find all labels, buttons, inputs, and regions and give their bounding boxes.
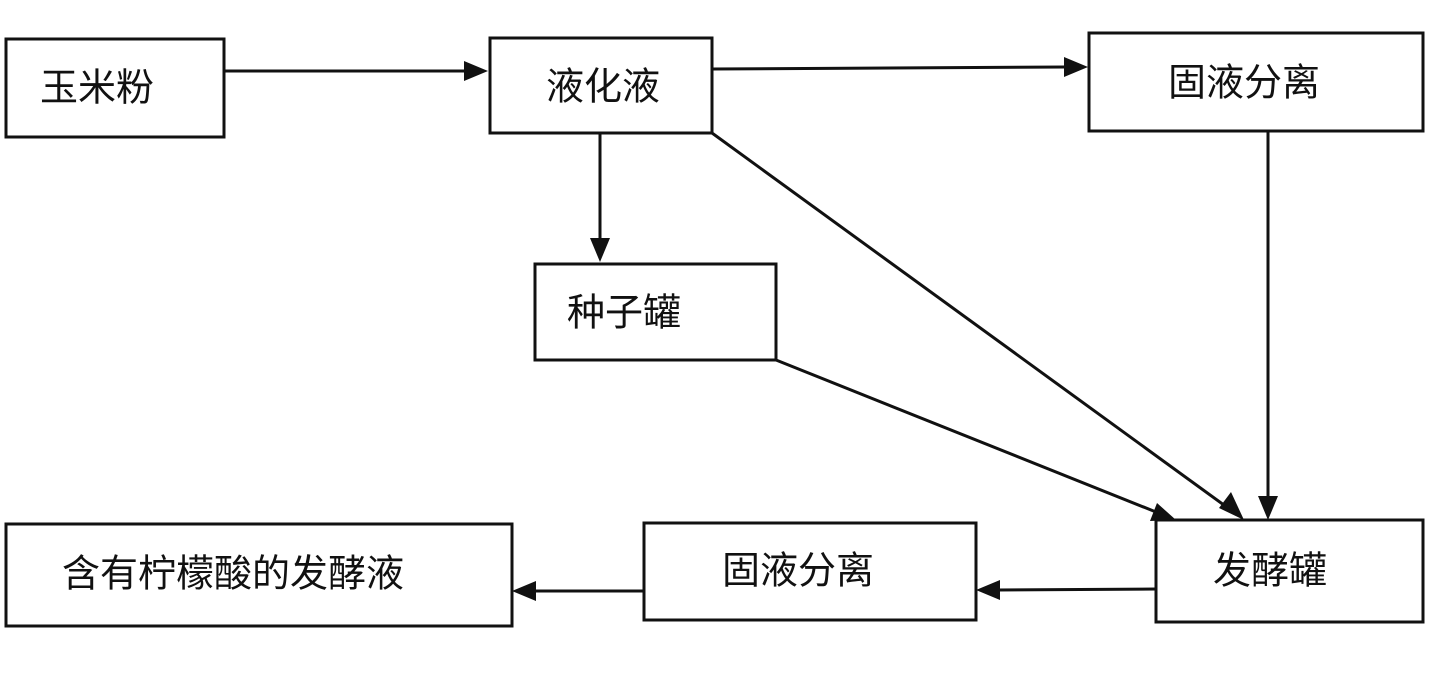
arrowhead-fermentation-tank-a [1219,492,1244,520]
arrowhead-seed-tank [590,238,610,262]
node-label: 固液分离 [1168,61,1320,105]
node-label: 发酵罐 [1213,549,1327,593]
arrowhead-fermentation-tank-c [1150,503,1176,521]
node-box [4,37,226,139]
node-seed-tank: 种子罐 [533,262,778,362]
node-solid-liquid-separation-1: 固液分离 [1087,31,1425,133]
arrowhead-separation-1 [1064,57,1088,77]
node-box [488,36,714,135]
node-solid-liquid-separation-2: 固液分离 [642,521,978,622]
edge-liquefied-liquid-to-separation-1 [711,65,1067,71]
node-label: 玉米粉 [40,66,154,110]
node-box [1154,518,1425,624]
node-label: 液化液 [546,65,660,109]
node-fermentation-tank: 发酵罐 [1154,518,1425,624]
edge-seed-tank-to-fermentation-tank [775,358,1157,514]
node-liquefied-liquid: 液化液 [488,36,714,135]
edges [224,57,1278,601]
arrowhead-fermentation-tank-b [1258,496,1278,520]
node-box [642,521,978,622]
edge-fermentation-tank-to-separation-2 [997,587,1157,592]
arrowhead-citric-acid-broth [512,581,536,601]
arrowhead-separation-2 [976,580,1000,600]
node-citric-acid-broth: 含有柠檬酸的发酵液 [4,522,514,628]
node-box [4,522,514,628]
edge-liquefied-liquid-to-fermentation-tank [711,131,1229,510]
node-label: 含有柠檬酸的发酵液 [62,552,404,596]
node-label: 固液分离 [722,549,874,593]
node-label: 种子罐 [567,291,681,335]
arrowhead-liquefied-liquid [464,61,488,81]
node-box [533,262,778,362]
node-box [1087,31,1425,133]
node-corn-flour: 玉米粉 [4,37,226,139]
